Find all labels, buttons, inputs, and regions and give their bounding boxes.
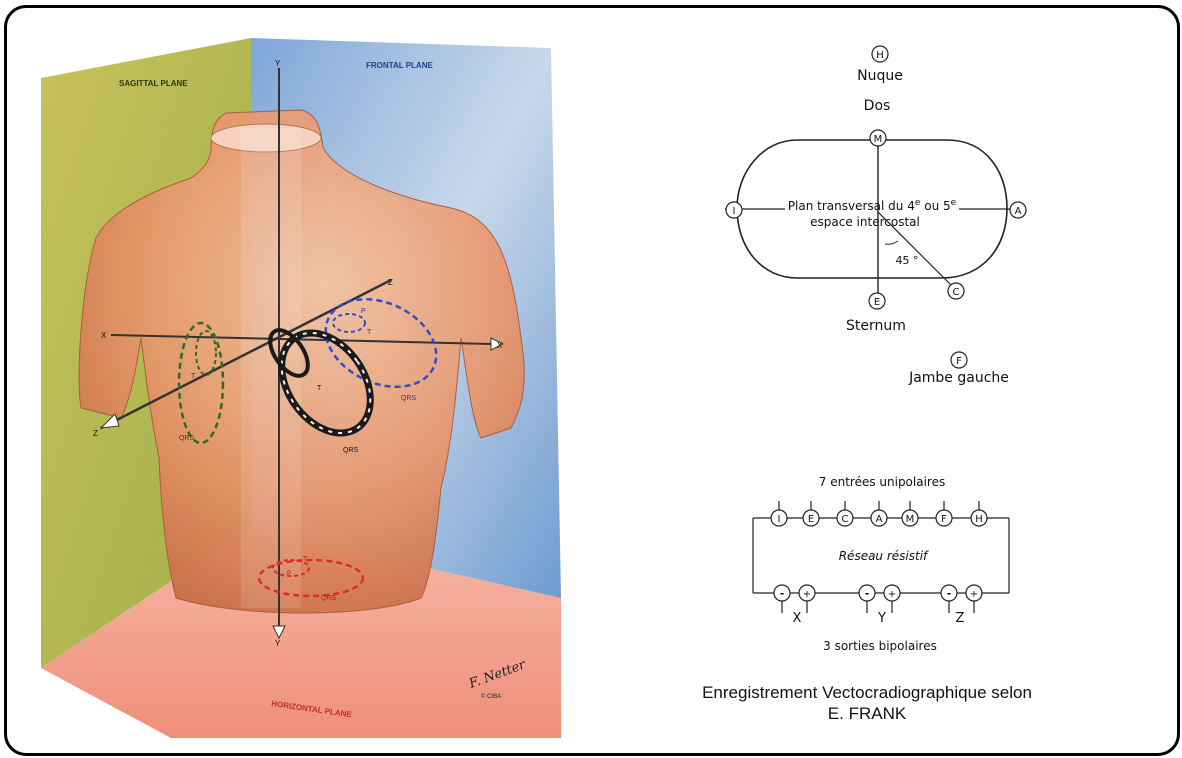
- output-z-plus: +: [970, 589, 978, 600]
- sternum-label: Sternum: [846, 318, 906, 334]
- node-e-label: E: [874, 297, 880, 308]
- horizontal-qrs-label: QRS: [321, 595, 337, 602]
- node-c-label: C: [953, 287, 960, 298]
- input-node-e-label: E: [808, 514, 814, 525]
- output-x-label: X: [793, 611, 802, 626]
- input-node-a-label: A: [876, 514, 883, 525]
- output-z-minus: -: [947, 587, 952, 600]
- frontal-t-label: T: [367, 329, 372, 336]
- sagittal-plane-label: SAGITTAL PLANE: [119, 79, 188, 88]
- plan-line1-text: Plan transversal du 4: [788, 199, 915, 213]
- output-x-plus: +: [803, 589, 811, 600]
- x-axis-left-label: X: [101, 331, 107, 340]
- resistive-network-label: Réseau résistif: [839, 549, 929, 563]
- x-axis-right-label: X: [497, 341, 503, 350]
- output-y-minus: -: [865, 587, 870, 600]
- plan-label-line1: Plan transversal du 4e ou 5e: [788, 198, 957, 213]
- sagittal-t-label: T: [191, 373, 196, 380]
- node-f-label: F: [956, 356, 962, 367]
- plan-label-line2: espace intercostal: [810, 215, 920, 229]
- output-z-label: Z: [956, 611, 965, 626]
- input-node-i: I: [771, 501, 787, 526]
- node-h-label: H: [876, 50, 884, 61]
- frontal-plane-label: FRONTAL PLANE: [366, 61, 433, 70]
- angle-label: 45 °: [896, 254, 919, 267]
- figure-frame: SAGITTAL PLANE FRONTAL PLANE HORIZONTAL …: [4, 5, 1180, 756]
- input-node-m-label: M: [906, 514, 915, 525]
- node-a-label: A: [1015, 206, 1022, 217]
- angle-arc: [885, 241, 898, 244]
- plan-mid-text: ou 5: [920, 199, 950, 213]
- frontal-qrs-label: QRS: [401, 395, 417, 402]
- input-node-i-label: I: [778, 514, 781, 525]
- y-axis-top-label: Y: [275, 59, 281, 68]
- input-node-c: C: [837, 501, 853, 526]
- z-axis-top-label: Z: [388, 278, 393, 287]
- input-node-m: M: [902, 501, 918, 526]
- network-title: 7 entrées unipolaires: [819, 475, 945, 489]
- output-y-plus: +: [888, 589, 896, 600]
- jambe-gauche-label: Jambe gauche: [908, 370, 1009, 386]
- schematic-svg: H Nuque Dos M I A E C Plan transversal d…: [697, 38, 1097, 678]
- input-node-h-label: H: [975, 514, 983, 525]
- y-axis-bottom-label: Y: [275, 639, 281, 648]
- input-node-f-label: F: [941, 514, 947, 525]
- figure-caption: Enregistrement Vectocradiographique selo…: [607, 682, 1127, 724]
- netter-illustration: SAGITTAL PLANE FRONTAL PLANE HORIZONTAL …: [41, 38, 561, 738]
- output-pair-x: - + X: [774, 585, 815, 626]
- spatial-qrs-label: QRS: [343, 447, 359, 454]
- caption-line-1: Enregistrement Vectocradiographique selo…: [607, 682, 1127, 703]
- input-node-e: E: [803, 501, 819, 526]
- z-axis-bottom-label: Z: [93, 429, 98, 438]
- input-node-h: H: [971, 501, 987, 526]
- input-node-a: A: [871, 501, 887, 526]
- output-x-minus: -: [780, 587, 785, 600]
- node-m-label: M: [874, 134, 883, 145]
- input-node-c-label: C: [842, 514, 849, 525]
- translucent-slab: [241, 128, 301, 608]
- input-node-f: F: [936, 501, 952, 526]
- output-y-label: Y: [877, 611, 886, 626]
- horizontal-p-label: P: [287, 571, 291, 577]
- horizontal-t-label: T: [303, 556, 308, 563]
- nuque-label: Nuque: [857, 68, 903, 84]
- caption-line-2: E. FRANK: [607, 703, 1127, 724]
- plan-sup2: e: [951, 198, 957, 208]
- dos-label: Dos: [864, 98, 891, 114]
- frontal-p-label: P: [361, 308, 366, 315]
- spatial-t-label: T: [317, 385, 322, 392]
- node-i-label: I: [733, 206, 736, 217]
- ciba-copyright: © CIBA: [481, 693, 501, 700]
- frank-schematic: H Nuque Dos M I A E C Plan transversal d…: [697, 38, 1097, 678]
- output-pair-y: - + Y: [859, 585, 900, 626]
- illustration-svg: SAGITTAL PLANE FRONTAL PLANE HORIZONTAL …: [41, 38, 561, 738]
- network-footer: 3 sorties bipolaires: [823, 639, 937, 653]
- sagittal-qrs-label: QRS: [179, 435, 195, 442]
- output-pair-z: - + Z: [941, 585, 982, 626]
